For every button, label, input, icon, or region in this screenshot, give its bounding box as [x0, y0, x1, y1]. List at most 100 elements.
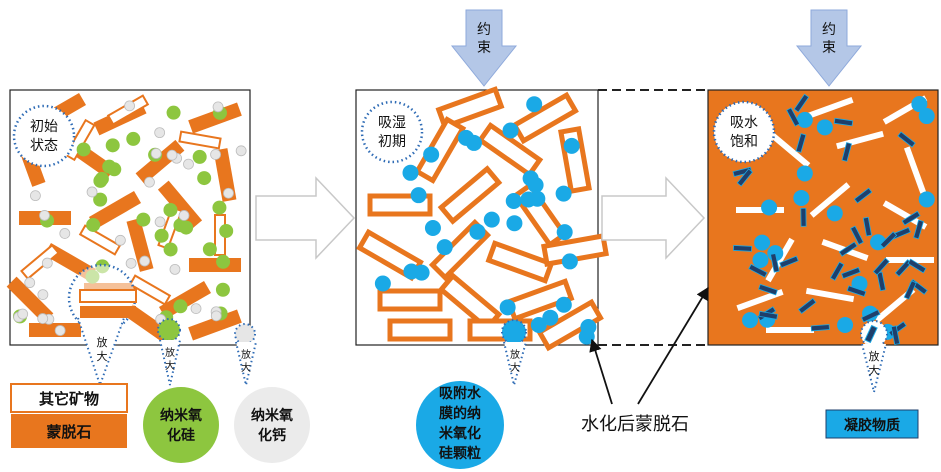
other-mineral-bar	[128, 274, 172, 306]
gel-substance-bar	[841, 266, 861, 280]
nano-calcium-particle	[212, 101, 224, 113]
swollen-montmorillonite-bar	[377, 288, 443, 312]
water-film-silica-particle	[506, 215, 523, 232]
gel-substance-bar	[810, 324, 830, 332]
nano-calcium-particle	[24, 277, 36, 289]
nano-silica-line1: 纳米氧	[160, 407, 202, 424]
bubble-early-absorption: 吸湿 初期	[360, 100, 424, 164]
gel-substance-bar	[846, 285, 867, 297]
adsorbed-line4: 硅颗粒	[439, 445, 481, 462]
water-film-silica-particle	[555, 185, 572, 202]
gel-substance-bar	[903, 280, 917, 300]
water-film-silica-particle	[555, 296, 572, 313]
gel-substance-bar	[907, 258, 927, 274]
swollen-montmorillonite-bar	[511, 91, 579, 145]
silica-particle	[796, 165, 813, 182]
montmorillonite-bar	[188, 309, 242, 341]
silica-particle	[816, 119, 833, 136]
constraint-label-1a: 约	[477, 22, 491, 38]
hydrated-mineral-sheet	[903, 146, 927, 194]
nano-silica-particle	[136, 212, 151, 227]
nano-calcium-particle	[154, 127, 166, 139]
nano-silica-particle	[76, 142, 91, 157]
nano-calcium-particle	[86, 186, 98, 198]
nano-silica-particle	[86, 217, 101, 232]
nano-calcium-particle	[190, 303, 202, 315]
nano-calcium-particle	[124, 100, 135, 112]
swollen-montmorillonite-bar	[476, 121, 544, 179]
hydrated-mineral-sheet	[736, 207, 784, 213]
nano-silica-particle	[215, 282, 230, 297]
bubble-early-line1: 吸湿	[378, 115, 406, 131]
hydrated-mineral-sheet	[765, 237, 795, 283]
bubble-early-line2: 初期	[378, 133, 406, 150]
legend-gel-label: 凝胶物质	[844, 417, 900, 434]
constraint-label-2a: 约	[822, 22, 836, 38]
zoom-callout-green: 放 大	[157, 318, 181, 386]
other-mineral-bar	[178, 130, 222, 150]
water-film-silica-particle	[542, 309, 559, 326]
water-film-silica-particle	[424, 220, 441, 237]
nano-calcium-particle	[166, 149, 178, 161]
water-film-silica-particle	[458, 129, 475, 146]
nano-calcium-particle	[210, 310, 222, 322]
nano-calcium-particle	[183, 158, 194, 170]
water-film-silica-particle	[423, 146, 440, 163]
swollen-montmorillonite-bar	[387, 318, 453, 342]
nano-calcium-particle	[210, 149, 221, 160]
water-film-silica-particle	[469, 223, 486, 240]
zoom-callout-gel: 放 大	[860, 320, 888, 393]
bubble-initial-line2: 状态	[30, 138, 58, 154]
gel-substance-bar	[838, 241, 858, 257]
constraint-label-2b: 束	[822, 40, 836, 56]
nano-calcium-particle	[37, 289, 49, 301]
gel-substance-bar	[913, 219, 924, 240]
other-mineral-bar	[78, 224, 122, 256]
water-film-silica-particle	[374, 275, 391, 292]
gel-substance-bar	[733, 245, 753, 252]
nano-silica-particle	[126, 131, 141, 146]
silica-particle	[793, 189, 810, 206]
water-film-silica-particle	[436, 239, 453, 256]
zoom-label-2a: 放	[165, 346, 175, 359]
nano-silica-particle	[216, 254, 231, 269]
silica-particle	[752, 251, 769, 268]
zoom-label-5a: 放	[869, 349, 880, 363]
nano-calcium-particle	[39, 210, 50, 221]
water-film-silica-particle	[499, 299, 516, 316]
nano-silica-particle	[197, 171, 212, 186]
gel-substance-bar	[833, 117, 854, 127]
gel-substance-bar	[786, 107, 801, 127]
swollen-montmorillonite-bar	[435, 86, 505, 130]
zoom-label-1a: 放	[97, 335, 108, 349]
nano-silica-particle	[163, 242, 178, 257]
hydrated-mineral-sheet	[806, 96, 854, 120]
hydrated-mineral-sheet	[809, 182, 851, 218]
silica-particle	[754, 234, 771, 251]
hydrated-montmorillonite-label: 水化后蒙脱石	[581, 414, 689, 435]
bubble-saturation: 吸水 饱和	[712, 100, 776, 164]
montmorillonite-bar	[6, 276, 54, 324]
nano-silica-particle	[102, 159, 117, 174]
hydrated-mineral-sheet	[736, 288, 784, 312]
gel-substance-bar	[829, 261, 845, 281]
gel-substance-bar	[860, 309, 881, 323]
hydrated-mineral-sheet	[769, 132, 811, 168]
nano-calcium-particle	[30, 190, 41, 202]
nano-calcium-line2: 化钙	[258, 427, 286, 444]
water-film-silica-particle	[561, 253, 578, 270]
legend-montmorillonite: 蒙脱石	[11, 414, 127, 448]
hydrated-montmorillonite-annotation: 水化后蒙脱石	[581, 286, 709, 435]
zoom-label-4a: 放	[510, 348, 520, 361]
water-film-silica-particle	[505, 193, 522, 210]
constraint-label-1b: 束	[477, 40, 491, 56]
zoom-label-1b: 大	[97, 349, 108, 363]
nano-calcium-particle	[114, 234, 126, 246]
nano-calcium-particle	[169, 263, 181, 275]
nano-silica-particle	[219, 223, 234, 238]
gel-substance-bar	[732, 166, 753, 177]
water-film-silica-particle	[563, 137, 580, 154]
montmorillonite-bar	[189, 258, 241, 272]
zoom-callout-blue: 放 大	[501, 319, 527, 386]
gel-substance-bar	[800, 207, 807, 227]
